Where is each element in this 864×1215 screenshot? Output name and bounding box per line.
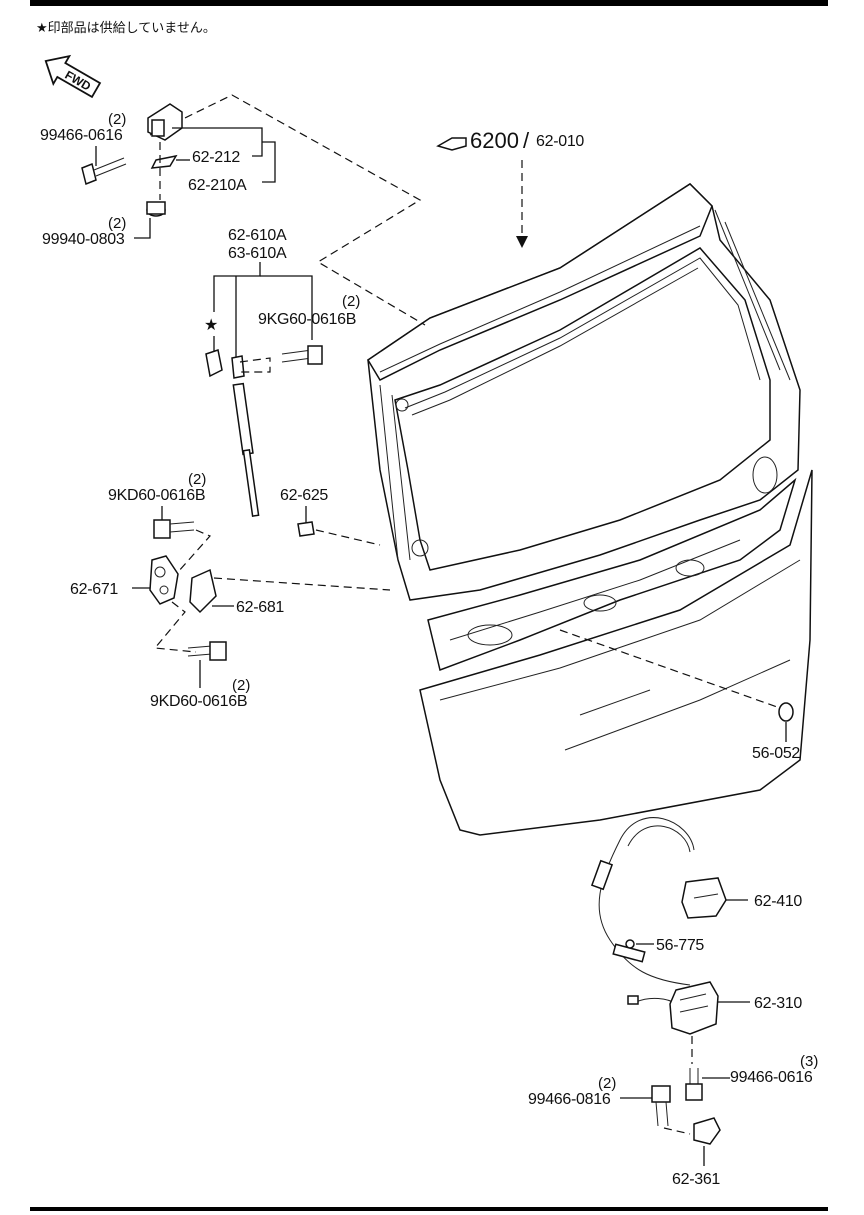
bolt-striker-bottom-qty: (2) [232, 677, 250, 694]
fwd-arrow-icon: FWD [44, 54, 102, 99]
liftgate-panel [366, 183, 813, 836]
stud-part [297, 521, 315, 537]
bottom-border [30, 1207, 828, 1211]
cable-sleeves [590, 859, 646, 963]
hinge-assy-label: 62-212 [192, 149, 240, 166]
plate-part [189, 568, 217, 614]
bracket-label: 62-361 [672, 1171, 720, 1188]
latch-label: 62-310 [754, 995, 802, 1012]
bolt-hinge-qty: (2) [108, 111, 126, 128]
nut-hinge-label: 99940-0803 [42, 231, 125, 248]
latch-bolt [685, 1068, 703, 1101]
clip-part [625, 939, 635, 949]
hinge-nut [146, 201, 166, 217]
plate-label: 62-681 [236, 599, 284, 616]
damper-bolt [281, 345, 323, 365]
bolt-bracket-label: 99466-0816 [528, 1091, 611, 1108]
handle-label: 62-410 [754, 893, 802, 910]
top-border [30, 0, 828, 6]
handle-part [681, 877, 727, 919]
damper-b-label: 63-610A [228, 245, 287, 262]
hinge-assy [147, 103, 183, 169]
nut-hinge-qty: (2) [108, 215, 126, 232]
plug-label: 56-052 [752, 745, 800, 762]
striker-top-bolt [153, 519, 195, 539]
bracket-bolt [651, 1085, 671, 1127]
ref-main: 6200 [470, 128, 519, 153]
star-mark: ★ [204, 317, 218, 334]
ref-pointer-icon [436, 137, 467, 151]
bolt-striker-top-label: 9KD60-0616B [108, 487, 205, 504]
ref-sep: / [523, 128, 530, 153]
bolt-striker-top-qty: (2) [188, 471, 206, 488]
hinge-bolt [81, 157, 127, 186]
striker-label: 62-671 [70, 581, 118, 598]
plug-part [778, 702, 794, 722]
bolt-hinge-label: 99466-0616 [40, 127, 123, 144]
striker-part [149, 555, 179, 605]
header-note: ★印部品は供給していません。 [36, 21, 216, 36]
bolt-bracket-qty: (2) [598, 1075, 616, 1092]
damper-strut [205, 349, 260, 517]
bolt-damper-qty: (2) [342, 293, 360, 310]
striker-bottom-bolt [187, 641, 227, 661]
bolt-striker-bottom-label: 9KD60-0616B [150, 693, 247, 710]
clip-label: 56-775 [656, 937, 704, 954]
bolt-latch-label: 99466-0616 [730, 1069, 813, 1086]
ref-sub: 62-010 [536, 133, 584, 150]
damper-a-label: 62-610A [228, 227, 287, 244]
bolt-damper-label: 9KG60-0616B [258, 311, 356, 328]
stud-label: 62-625 [280, 487, 328, 504]
bracket-part [693, 1117, 721, 1145]
latch-part [669, 981, 719, 1035]
bolt-latch-qty: (3) [800, 1053, 818, 1070]
hinge-kit-label: 62-210A [188, 177, 247, 194]
